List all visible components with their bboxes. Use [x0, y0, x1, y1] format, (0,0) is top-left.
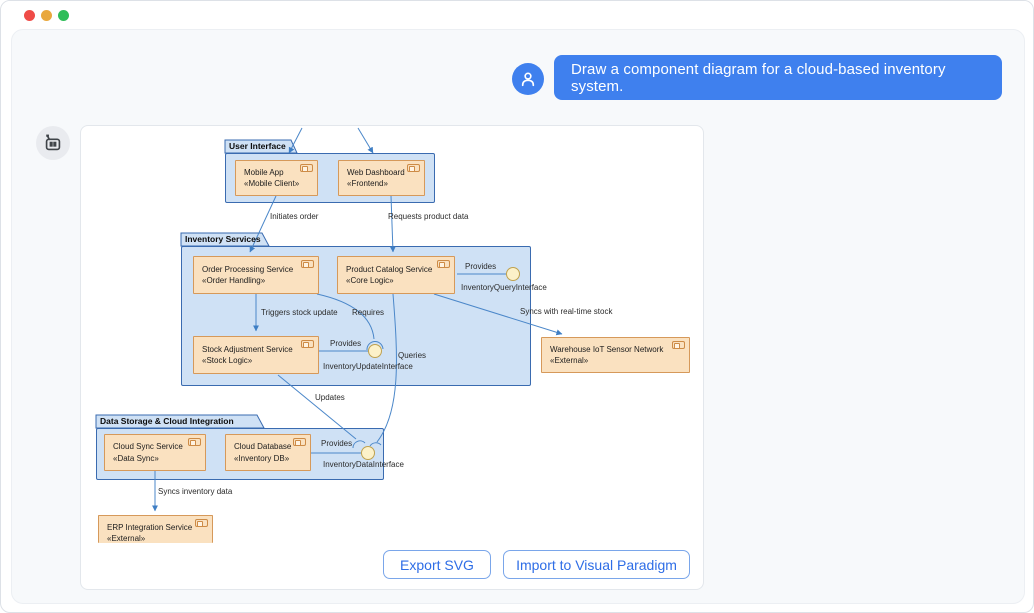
edge-label-requires: Requires: [352, 308, 385, 317]
component-cloud-sync-service: Cloud Sync Service «Data Sync»: [104, 434, 206, 471]
component-erp-integration-service: ERP Integration Service «External»: [98, 515, 213, 543]
window-minimize-button[interactable]: [41, 10, 52, 21]
user-avatar: [512, 63, 544, 95]
chat-panel: Draw a component diagram for a cloud-bas…: [11, 29, 1025, 604]
import-visual-paradigm-button[interactable]: Import to Visual Paradigm: [503, 550, 690, 579]
edge-label-syncs-inventory: Syncs inventory data: [158, 487, 233, 496]
edge-label-syncs-realtime: Syncs with real-time stock: [520, 307, 613, 316]
edge-line-to-mobile-app: [288, 127, 303, 154]
component-icon: [437, 260, 450, 268]
window-close-button[interactable]: [24, 10, 35, 21]
component-diagram: User Interface Inventory Services Data S…: [81, 126, 703, 589]
edge-line-requests-product-data: [389, 195, 396, 253]
package-label-user-interface: User Interface: [229, 141, 286, 151]
component-order-processing-service: Order Processing Service «Order Handling…: [193, 256, 319, 294]
edge-label-updates: Updates: [315, 393, 345, 402]
window-titlebar: [1, 1, 1033, 29]
edge-label-provides-data: Provides: [321, 439, 353, 448]
edge-line-to-web-dashboard: [357, 127, 374, 154]
component-icon: [300, 164, 313, 172]
package-label-data-storage: Data Storage & Cloud Integration: [100, 416, 234, 426]
component-icon: [195, 519, 208, 527]
component-icon: [188, 438, 201, 446]
component-stock-adjustment-service: Stock Adjustment Service «Stock Logic»: [193, 336, 319, 374]
diagram-card: User Interface Inventory Services Data S…: [80, 125, 704, 590]
edge-label-provides-update: Provides: [330, 339, 362, 348]
component-icon: [301, 340, 314, 348]
package-label-inventory-services: Inventory Services: [185, 234, 261, 244]
edge-label-initiates-order: Initiates order: [270, 212, 319, 221]
edge-label-provides-query: Provides: [465, 262, 497, 271]
component-warehouse-iot-sensor-network: Warehouse IoT Sensor Network «External»: [541, 337, 690, 373]
component-cloud-database: Cloud Database «Inventory DB»: [225, 434, 311, 471]
window-zoom-button[interactable]: [58, 10, 69, 21]
interface-label-update: InventoryUpdateInterface: [323, 362, 413, 371]
component-product-catalog-service: Product Catalog Service «Core Logic»: [337, 256, 455, 294]
component-icon: [407, 164, 420, 172]
component-icon: [672, 341, 685, 349]
interface-label-query: InventoryQueryInterface: [461, 283, 547, 292]
robot-icon: [45, 134, 61, 151]
user-message-bubble: Draw a component diagram for a cloud-bas…: [554, 55, 1002, 100]
component-web-dashboard: Web Dashboard «Frontend»: [338, 160, 425, 196]
interface-label-data: InventoryDataInterface: [323, 460, 404, 469]
component-mobile-app: Mobile App «Mobile Client»: [235, 160, 318, 196]
component-icon: [301, 260, 314, 268]
assistant-avatar: [36, 126, 70, 160]
component-icon: [293, 438, 306, 446]
edge-label-triggers-stock-update: Triggers stock update: [261, 308, 338, 317]
edge-label-requests-product-data: Requests product data: [388, 212, 469, 221]
export-svg-button[interactable]: Export SVG: [383, 550, 491, 579]
person-icon: [521, 72, 535, 87]
edge-label-queries: Queries: [398, 351, 427, 360]
